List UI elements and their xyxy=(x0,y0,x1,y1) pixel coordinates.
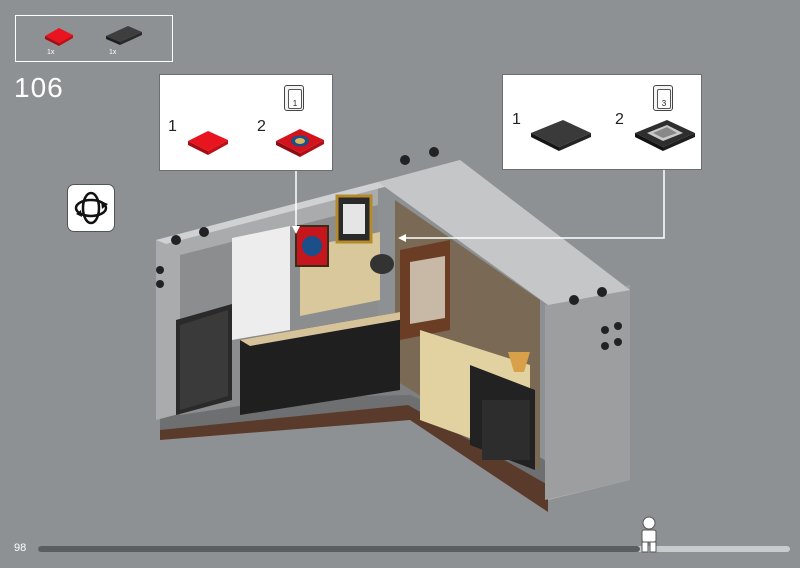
callout-right: 1 2 3 xyxy=(502,74,702,170)
parts-list: 1x 1x xyxy=(15,15,173,62)
dark-gray-tile-2x4-icon xyxy=(106,26,142,45)
part-qty-red-tile: 1x xyxy=(47,49,55,56)
ref-badge-right-number: 3 xyxy=(657,89,671,109)
red-tile-icon xyxy=(188,131,228,155)
progress-bar-fill xyxy=(38,546,640,552)
step-number: 106 xyxy=(14,72,64,103)
callout-right-substep-2: 2 xyxy=(615,111,624,128)
rotate-model-icon xyxy=(67,184,115,232)
page-number: 98 xyxy=(14,542,27,554)
red-tile-2x2-icon xyxy=(45,28,73,46)
ref-badge-left-number: 1 xyxy=(288,89,302,109)
minifigure-progress-icon xyxy=(641,516,657,553)
ref-badge-right: 3 xyxy=(653,85,673,111)
part-qty-dark-tile: 1x xyxy=(109,49,117,56)
callout-left-substep-1: 1 xyxy=(168,118,177,135)
callout-left: 1 2 1 xyxy=(159,74,333,171)
dark-tile-icon xyxy=(531,120,591,151)
ref-badge-left: 1 xyxy=(284,85,304,111)
progress-bar xyxy=(38,546,790,552)
printed-dark-tile-icon xyxy=(635,120,695,151)
printed-red-tile-icon xyxy=(276,129,324,157)
callout-right-substep-1: 1 xyxy=(512,111,521,128)
callout-left-substep-2: 2 xyxy=(257,118,266,135)
